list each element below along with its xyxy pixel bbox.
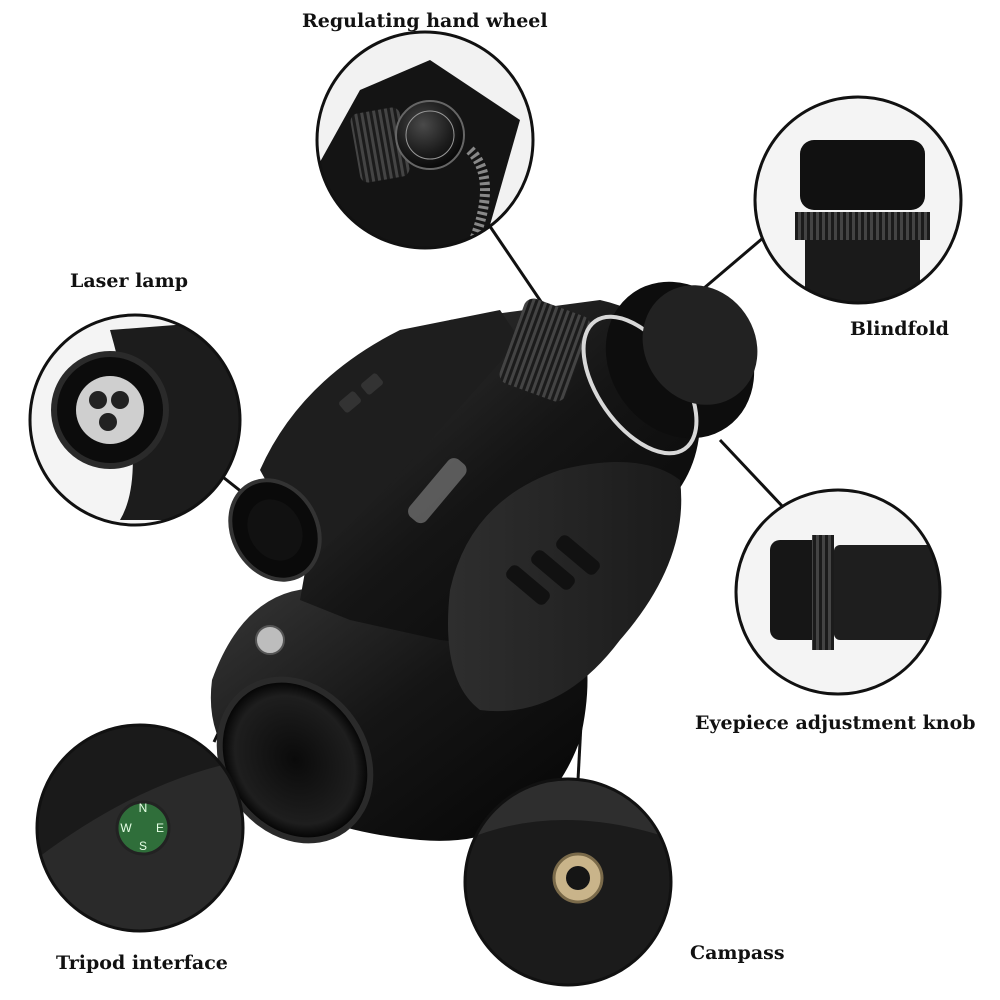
label-blindfold: Blindfold (850, 318, 949, 340)
compass-letter-e: E (156, 821, 164, 835)
callout-eyepiece-adjustment-knob (734, 488, 942, 696)
callout-blindfold (753, 95, 963, 305)
leader-line-wheel (485, 221, 550, 313)
callout-campass (463, 777, 673, 987)
monocular-body (210, 281, 758, 844)
leader-line-eyepiece (718, 438, 786, 510)
label-regulating-hand-wheel: Regulating hand wheel (302, 10, 548, 32)
compass-letter-n: N (139, 801, 148, 815)
compass-letter-w: W (120, 821, 132, 835)
label-campass: Campass (690, 942, 785, 964)
label-tripod-interface: Tripod interface (56, 952, 228, 974)
label-laser-lamp: Laser lamp (70, 270, 188, 292)
callout-tripod-interface: N E S W (35, 723, 245, 933)
compass-letter-s: S (139, 839, 147, 853)
callout-laser-lamp (28, 313, 242, 527)
callout-regulating-hand-wheel (315, 30, 535, 250)
label-eyepiece-adjustment-knob: Eyepiece adjustment knob (695, 712, 976, 734)
